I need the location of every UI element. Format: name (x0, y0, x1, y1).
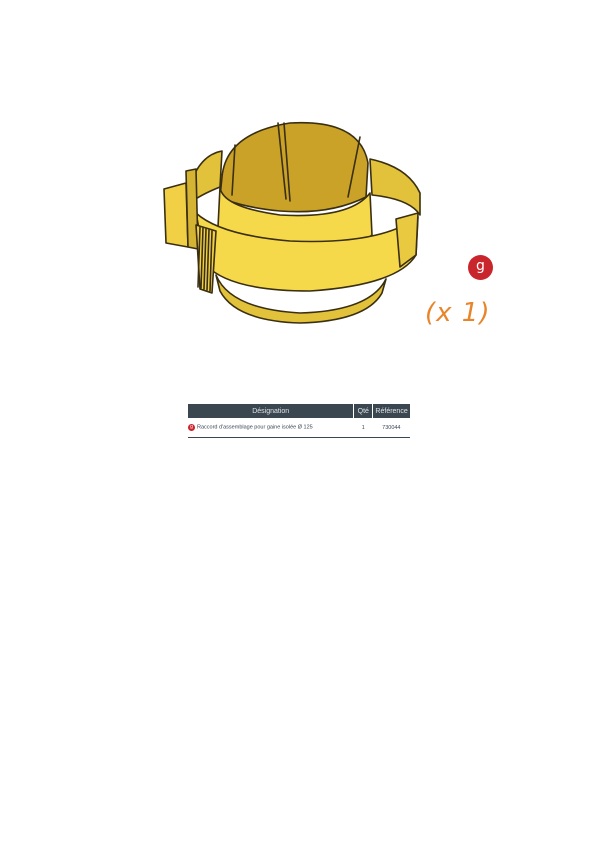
yellow-collar-connector-icon (163, 121, 421, 324)
cell-qty: 1 (353, 418, 373, 438)
header-qty: Qté (353, 404, 373, 418)
row-designation-text: Raccord d'assemblage pour gaine isolée Ø… (197, 424, 313, 431)
header-designation: Désignation (188, 404, 354, 418)
header-reference: Référence (372, 404, 410, 418)
row-letter-badge: g (188, 424, 195, 431)
part-letter-badge: g (468, 255, 493, 280)
cell-reference: 730044 (372, 418, 410, 438)
parts-table-header: Désignation Qté Référence (188, 404, 410, 418)
part-quantity: (x 1) (425, 298, 491, 328)
